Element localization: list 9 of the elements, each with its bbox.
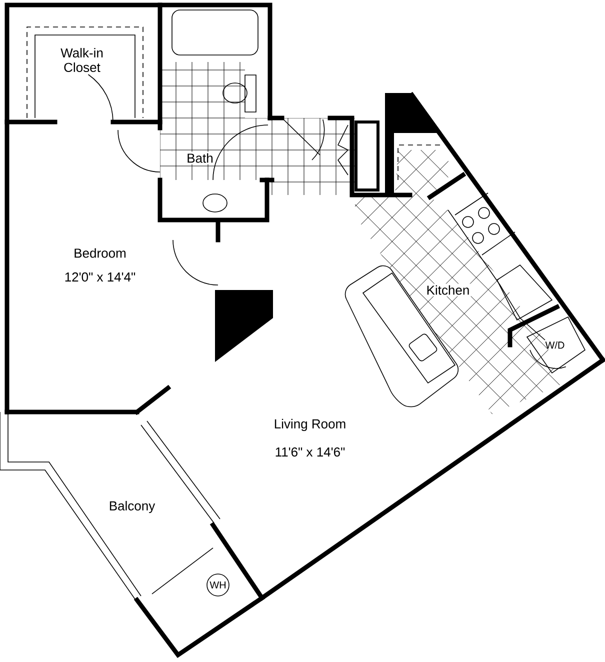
appliance-label: W/D [545,341,564,349]
room-dimensions: 12'0" x 14'4" [62,270,138,284]
room-label: Bedroom [72,246,128,260]
room-label: Walk-in Closet [50,46,114,74]
room-label: Balcony [107,499,157,515]
room-label: Bath [185,152,215,164]
room-label: Kitchen [424,284,472,296]
room-label: Living Room [272,417,348,433]
room-dimensions: 11'6" x 14'6" [273,446,347,458]
